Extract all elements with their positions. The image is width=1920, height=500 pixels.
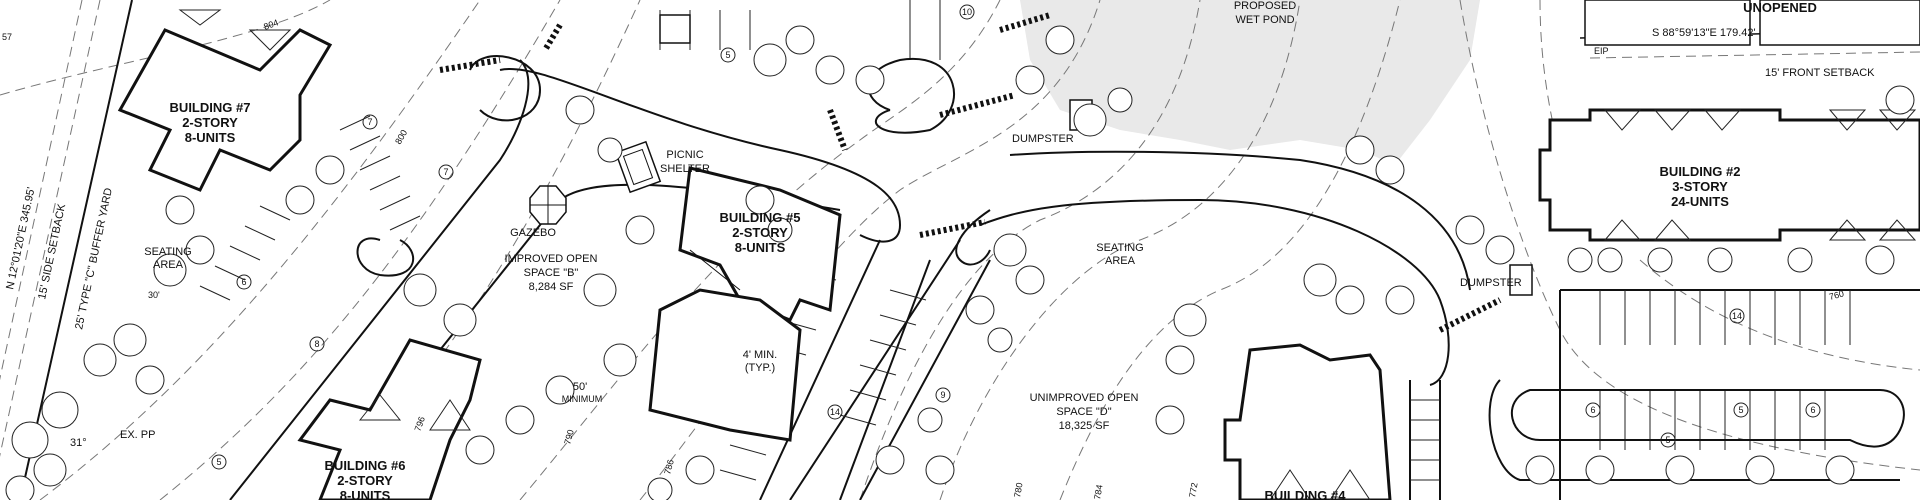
building-2 bbox=[1538, 0, 1920, 242]
building-7-title: BUILDING #7 bbox=[170, 100, 251, 115]
stall-count: 9 bbox=[940, 390, 945, 400]
ex-pp-label: EX. PP bbox=[120, 429, 155, 441]
seating-area-left-line-2: AREA bbox=[153, 259, 184, 271]
side-setback-label: 15' SIDE SETBACK bbox=[36, 202, 68, 300]
building-6-stories: 2-STORY bbox=[337, 473, 393, 488]
contour-label: 760 bbox=[1828, 288, 1845, 302]
stall-count-markers bbox=[211, 4, 1821, 470]
boundary-bearing-label: S 88°59'13"E 179.42' bbox=[1652, 27, 1756, 39]
contour-label: 780 bbox=[1012, 482, 1024, 499]
stall-count: 8 bbox=[314, 339, 319, 349]
contour-label: 790 bbox=[562, 428, 576, 445]
picnic-shelter-label-line-1: PICNIC bbox=[666, 149, 703, 161]
building-7-stories: 2-STORY bbox=[182, 115, 238, 130]
gazebo-label: GAZEBO bbox=[510, 227, 556, 239]
seating-area-mid-line-2: AREA bbox=[1105, 255, 1136, 267]
angle-30-label: 30' bbox=[148, 290, 160, 300]
building-5 bbox=[648, 166, 842, 442]
picnic-shelter-label-line-2: SHELTER bbox=[660, 163, 710, 175]
building-2-units: 24-UNITS bbox=[1671, 194, 1729, 209]
parking-island-right bbox=[1511, 389, 1905, 448]
gazebo bbox=[529, 185, 567, 225]
seating-area-left-line-1: SEATING bbox=[144, 246, 191, 258]
crosswalks bbox=[439, 12, 1502, 333]
stall-count: 7 bbox=[443, 167, 448, 177]
contour-label: 804 bbox=[262, 17, 280, 32]
front-setback-label: 15' FRONT SETBACK bbox=[1765, 67, 1875, 79]
eip-label: EIP bbox=[1594, 46, 1609, 56]
building-6-title: BUILDING #6 bbox=[325, 458, 406, 473]
stall-count: 14 bbox=[830, 407, 840, 417]
wet-pond-label-line-1: PROPOSED bbox=[1234, 0, 1296, 12]
building-2-title: BUILDING #2 bbox=[1660, 164, 1741, 179]
contour-label: 772 bbox=[1187, 482, 1199, 499]
building-2-stories: 3-STORY bbox=[1672, 179, 1728, 194]
trees bbox=[5, 25, 1915, 500]
stall-count: 7 bbox=[367, 117, 372, 127]
angle-31-label: 31° bbox=[70, 437, 87, 449]
stall-count: 6 bbox=[1810, 405, 1815, 415]
stall-count: 57 bbox=[2, 32, 12, 42]
stall-count: 6 bbox=[241, 277, 246, 287]
buffer-yard-label: 25' TYPE "C" BUFFER YARD bbox=[73, 187, 115, 331]
cul-de-sac-top bbox=[867, 57, 955, 134]
building-5-stories: 2-STORY bbox=[732, 225, 788, 240]
building-7 bbox=[117, 9, 333, 192]
open-space-b-line-3: 8,284 SF bbox=[529, 281, 574, 293]
wet-pond-area bbox=[1020, 0, 1480, 165]
min-50-label-line-2: MINIMUM bbox=[562, 394, 603, 404]
building-5-units: 8-UNITS bbox=[735, 240, 786, 255]
min-4-label-line-1: 4' MIN. bbox=[743, 349, 778, 361]
picnic-shelter bbox=[614, 140, 662, 194]
unopened-label: UNOPENED bbox=[1743, 0, 1817, 15]
drive-aisles bbox=[229, 59, 1920, 500]
open-space-d-line-1: UNIMPROVED OPEN bbox=[1030, 392, 1139, 404]
wet-pond-label-line-2: WET POND bbox=[1235, 14, 1294, 26]
building-4-title: BUILDING #4 bbox=[1265, 488, 1347, 500]
contour-label: 784 bbox=[1092, 484, 1104, 500]
stall-count: 5 bbox=[725, 50, 730, 60]
min-50-label-line-1: 50' bbox=[573, 381, 587, 393]
dumpster-label-2: DUMPSTER bbox=[1460, 277, 1522, 289]
side-bearing-label: N 12°01'20"E 345.95' bbox=[4, 186, 37, 290]
stall-count: 5 bbox=[1665, 435, 1670, 445]
contour-label: 786 bbox=[662, 458, 676, 475]
contour-label: 800 bbox=[393, 128, 409, 146]
building-6-units: 8-UNITS bbox=[340, 488, 391, 500]
stall-count: 5 bbox=[216, 457, 221, 467]
stall-count: 6 bbox=[1590, 405, 1595, 415]
stall-count: 10 bbox=[962, 7, 972, 17]
building-6 bbox=[297, 338, 482, 500]
parking-island-right-outer bbox=[1488, 379, 1900, 481]
open-space-b-line-1: IMPROVED OPEN bbox=[505, 253, 598, 265]
open-space-d-line-3: 18,325 SF bbox=[1059, 420, 1110, 432]
stall-count: 5 bbox=[1738, 405, 1743, 415]
building-5-title: BUILDING #5 bbox=[720, 210, 801, 225]
stall-count: 14 bbox=[1732, 311, 1742, 321]
open-space-d-line-2: SPACE "D" bbox=[1056, 406, 1111, 418]
building-4-partial bbox=[1223, 343, 1392, 500]
building-7-units: 8-UNITS bbox=[185, 130, 236, 145]
min-4-label-line-2: (TYP.) bbox=[745, 362, 775, 374]
cul-de-sac-lower-left bbox=[356, 237, 415, 277]
seating-area-mid-line-1: SEATING bbox=[1096, 242, 1143, 254]
contour-label: 796 bbox=[412, 415, 427, 433]
dumpster-label-1: DUMPSTER bbox=[1012, 133, 1074, 145]
cul-de-sac-left bbox=[469, 55, 542, 122]
open-space-b-line-2: SPACE "B" bbox=[524, 267, 579, 279]
